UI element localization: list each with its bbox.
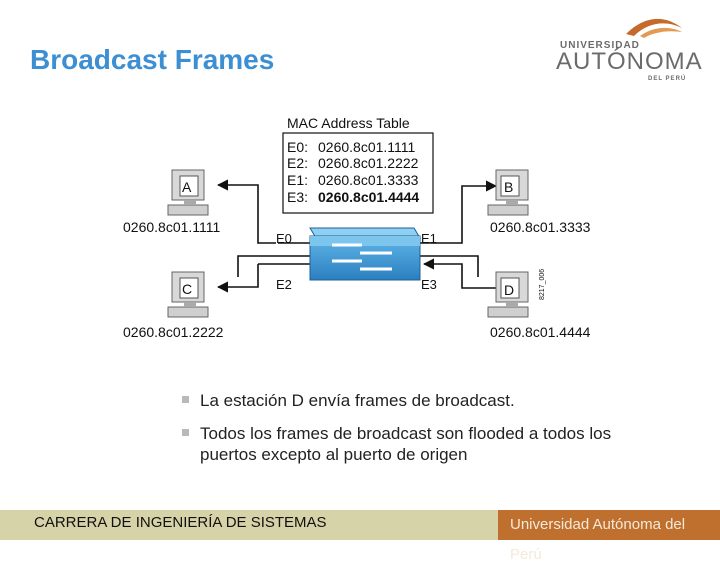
mac-row-port: E0:: [287, 139, 308, 155]
mac-row-port: E1:: [287, 172, 308, 188]
footer-program: CARRERA DE INGENIERÍA DE SISTEMAS: [34, 514, 327, 531]
network-diagram: MAC Address Table E0: 0260.8c01.1111 E2:…: [123, 115, 591, 340]
mac-table-title: MAC Address Table: [287, 115, 410, 131]
bullet-square-icon: [182, 429, 189, 436]
logo-swoosh-icon: [626, 18, 682, 38]
logo-line-1: UNIVERSIDAD: [560, 40, 640, 51]
bullet-item: Todos los frames de broadcast son floode…: [182, 423, 642, 465]
bullet-text: La estación D envía frames de broadcast.: [200, 391, 515, 410]
mac-table-box: [282, 132, 434, 214]
logo-line-2: AUTÓNOMA: [556, 48, 703, 75]
bullet-text: Todos los frames de broadcast son floode…: [200, 424, 612, 464]
port-label-e3: E3: [421, 277, 437, 292]
mac-row-port: E2:: [287, 155, 308, 171]
port-label-e0: E0: [276, 231, 292, 246]
port-label-e2: E2: [276, 277, 292, 292]
mac-row-address: 0260.8c01.1111: [318, 139, 416, 155]
host-b-computer-icon: [487, 169, 529, 216]
host-c-computer-icon: [167, 271, 209, 318]
footer-university: Universidad Autónoma del Perú: [498, 510, 720, 563]
host-b-mac: 0260.8c01.3333: [490, 219, 591, 235]
host-a-label: A: [182, 179, 192, 195]
mac-row-port: E3:: [287, 189, 308, 205]
bullet-item: La estación D envía frames de broadcast.: [182, 390, 642, 411]
slide-title: Broadcast Frames: [30, 44, 275, 75]
host-a-mac: 0260.8c01.1111: [123, 219, 221, 235]
footer-bar: CARRERA DE INGENIERÍA DE SISTEMAS Univer…: [0, 510, 720, 563]
bullet-list: La estación D envía frames de broadcast.…: [182, 390, 642, 477]
host-c-mac: 0260.8c01.2222: [123, 324, 224, 340]
switch-icon: [309, 227, 421, 281]
figure-id: 8217_006: [539, 269, 546, 300]
link-a-arrow: [216, 179, 276, 244]
host-a-computer-icon: [167, 169, 209, 216]
link-d-line-top: [420, 255, 479, 277]
host-d-label: D: [504, 282, 514, 298]
link-d-arrow: [422, 258, 496, 289]
host-b-label: B: [504, 179, 513, 195]
bullet-square-icon: [182, 396, 189, 403]
mac-row-address: 0260.8c01.3333: [318, 172, 419, 188]
mac-row-address: 0260.8c01.2222: [318, 155, 419, 171]
link-c-line-top: [237, 255, 310, 277]
link-c-arrow: [216, 264, 259, 293]
logo-line-3: DEL PERÚ: [648, 76, 687, 82]
university-logo: UNIVERSIDAD AUTÓNOMA DEL PERÚ: [556, 10, 702, 82]
link-b-arrow: [420, 180, 498, 244]
mac-row-address-highlight: 0260.8c01.4444: [318, 189, 419, 205]
host-d-computer-icon: [487, 271, 529, 318]
port-label-e1: E1: [421, 231, 437, 246]
host-c-label: C: [182, 281, 192, 297]
host-d-mac: 0260.8c01.4444: [490, 324, 591, 340]
